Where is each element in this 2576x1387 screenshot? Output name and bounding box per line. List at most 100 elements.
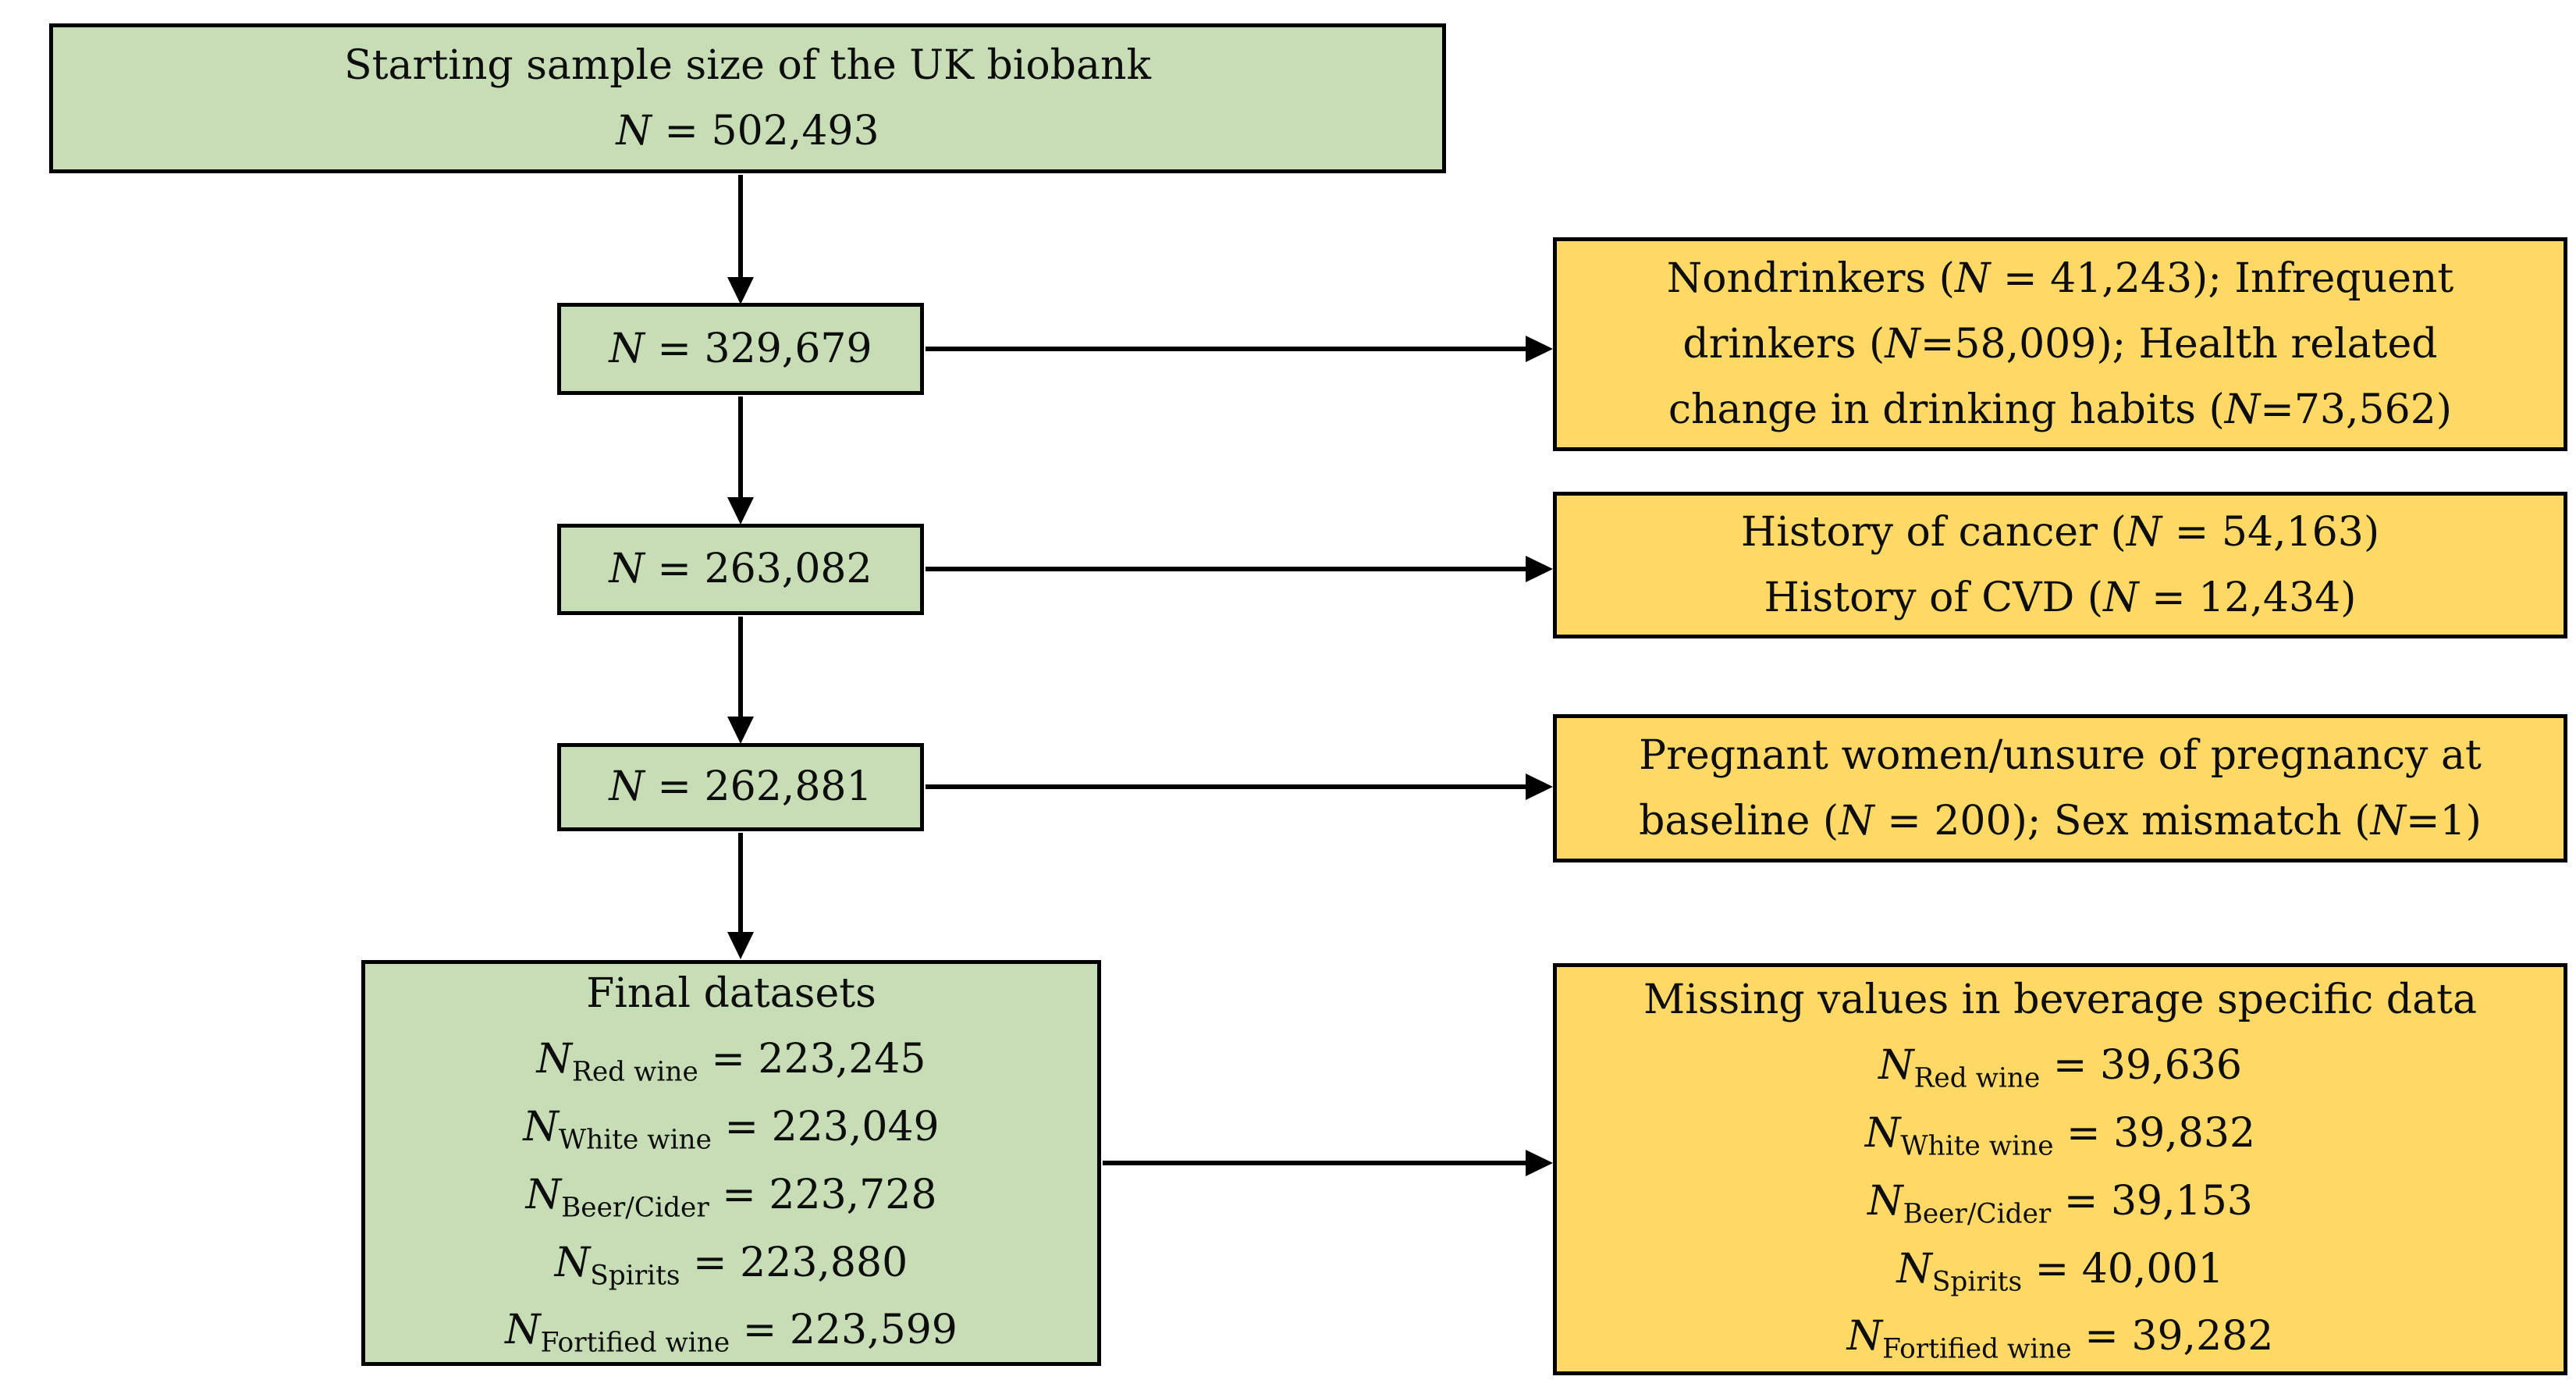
text-segment: History of CVD ( bbox=[1764, 574, 2104, 621]
text-segment: = 40,001 bbox=[2022, 1245, 2224, 1293]
text-segment: N bbox=[1867, 1177, 1903, 1225]
text-line: baseline (N = 200); Sex mismatch (N=1) bbox=[1639, 788, 2482, 854]
text-segment: Beer/Cider bbox=[1903, 1197, 2052, 1229]
text-segment: White wine bbox=[1900, 1130, 2054, 1162]
text-segment: = 223,245 bbox=[698, 1035, 926, 1083]
text-segment: Fortified wine bbox=[540, 1327, 730, 1359]
text-line: Starting sample size of the UK biobank bbox=[344, 33, 1151, 98]
sample-box-262881: N = 262,881 bbox=[557, 743, 924, 831]
text-line: NWhite wine = 39,832 bbox=[1865, 1101, 2255, 1168]
text-segment: = 223,728 bbox=[709, 1171, 937, 1218]
text-line: NBeer/Cider = 223,728 bbox=[526, 1162, 937, 1230]
arrow-final-to-excl4 bbox=[1103, 1150, 1553, 1176]
text-segment: White wine bbox=[558, 1124, 712, 1156]
text-segment: = 54,163) bbox=[2162, 508, 2380, 556]
text-segment: = 41,243); Infrequent bbox=[1990, 254, 2454, 302]
text-segment: N bbox=[2103, 574, 2139, 621]
text-segment: N bbox=[2224, 386, 2261, 434]
arrow-n1-to-n2 bbox=[727, 397, 754, 525]
text-segment: N bbox=[1878, 1041, 1914, 1089]
text-segment: N bbox=[2370, 798, 2406, 845]
text-line: History of CVD (N = 12,434) bbox=[1764, 565, 2357, 631]
arrow-n3-to-excl3 bbox=[926, 774, 1553, 800]
sample-box-329679: N = 329,679 bbox=[557, 303, 924, 395]
text-segment: change in drinking habits ( bbox=[1668, 386, 2225, 434]
text-segment: N bbox=[609, 546, 645, 593]
exclusion-box-pregnancy: Pregnant women/unsure of pregnancy at bas… bbox=[1553, 714, 2567, 862]
text-line: History of cancer (N = 54,163) bbox=[1741, 500, 2379, 565]
text-line: N = 329,679 bbox=[609, 316, 872, 382]
text-line: N = 502,493 bbox=[616, 98, 879, 164]
arrow-n2-to-n3 bbox=[727, 617, 754, 744]
text-segment: =73,562) bbox=[2260, 386, 2453, 434]
text-line: drinkers (N=58,009); Health related bbox=[1682, 311, 2437, 377]
text-segment: Beer/Cider bbox=[561, 1191, 709, 1223]
text-segment: Final datasets bbox=[586, 969, 876, 1017]
text-segment: N bbox=[609, 763, 645, 811]
text-line: Final datasets bbox=[586, 961, 876, 1026]
text-segment: Red wine bbox=[1913, 1062, 2041, 1094]
text-segment: Pregnant women/unsure of pregnancy at bbox=[1639, 731, 2482, 779]
text-line: N = 262,881 bbox=[609, 754, 872, 820]
text-segment: = 39,153 bbox=[2051, 1177, 2253, 1225]
text-segment: Fortified wine bbox=[1882, 1333, 2072, 1365]
text-segment: drinkers ( bbox=[1682, 320, 1885, 368]
text-segment: = 39,636 bbox=[2040, 1041, 2242, 1089]
text-line: N = 263,082 bbox=[609, 536, 872, 602]
text-segment: N bbox=[2126, 508, 2162, 556]
text-segment: = 329,679 bbox=[644, 325, 872, 372]
text-segment: History of cancer ( bbox=[1740, 508, 2127, 556]
start-sample-box: Starting sample size of the UK biobank N … bbox=[49, 23, 1446, 173]
text-line: NRed wine = 39,636 bbox=[1878, 1033, 2242, 1101]
arrow-n2-to-excl2 bbox=[926, 556, 1553, 582]
exclusion-box-disease-history: History of cancer (N = 54,163)History of… bbox=[1553, 492, 2567, 638]
text-segment: = 223,049 bbox=[711, 1103, 940, 1150]
text-line: NSpirits = 40,001 bbox=[1896, 1236, 2223, 1304]
text-segment: N bbox=[505, 1307, 541, 1354]
text-segment: Red wine bbox=[572, 1056, 698, 1088]
arrow-n1-to-excl1 bbox=[926, 336, 1553, 362]
text-line: change in drinking habits (N=73,562) bbox=[1668, 377, 2452, 443]
text-segment: = 39,282 bbox=[2071, 1313, 2274, 1360]
text-segment: N bbox=[616, 108, 652, 155]
arrow-n3-to-final bbox=[727, 833, 754, 959]
text-segment: N bbox=[523, 1103, 559, 1150]
text-segment: baseline ( bbox=[1639, 798, 1839, 845]
text-segment: Starting sample size of the UK biobank bbox=[344, 41, 1151, 89]
text-segment: = 502,493 bbox=[651, 108, 879, 155]
text-segment: = 223,880 bbox=[680, 1239, 908, 1286]
text-line: NBeer/Cider = 39,153 bbox=[1867, 1168, 2253, 1236]
text-segment: =58,009); Health related bbox=[1920, 320, 2438, 368]
sample-box-263082: N = 263,082 bbox=[557, 524, 924, 615]
text-segment: N bbox=[609, 325, 645, 372]
text-line: Pregnant women/unsure of pregnancy at bbox=[1639, 723, 2482, 788]
text-segment: = 262,881 bbox=[644, 763, 872, 811]
text-segment: Spirits bbox=[590, 1259, 680, 1291]
text-segment: N bbox=[1846, 1313, 1883, 1360]
text-line: Missing values in beverage specific data bbox=[1643, 967, 2477, 1033]
text-segment: N bbox=[1885, 320, 1920, 368]
text-line: NRed wine = 223,245 bbox=[537, 1026, 926, 1094]
text-segment: N bbox=[1896, 1245, 1932, 1293]
text-line: NSpirits = 223,880 bbox=[555, 1230, 908, 1298]
text-segment: Spirits bbox=[1931, 1265, 2023, 1297]
exclusion-box-missing-values: Missing values in beverage specific data… bbox=[1553, 963, 2567, 1375]
text-segment: Nondrinkers ( bbox=[1666, 254, 1955, 302]
arrow-start-to-n1 bbox=[727, 175, 754, 304]
text-segment: = 39,832 bbox=[2053, 1109, 2256, 1157]
text-line: Nondrinkers (N = 41,243); Infrequent bbox=[1667, 246, 2453, 311]
text-segment: = 200); Sex mismatch ( bbox=[1874, 798, 2371, 845]
text-segment: N bbox=[554, 1239, 591, 1286]
text-segment: N bbox=[1864, 1109, 1901, 1157]
text-segment: = 223,599 bbox=[730, 1307, 958, 1354]
text-line: NFortified wine = 39,282 bbox=[1847, 1303, 2274, 1371]
text-segment: N bbox=[1954, 254, 1991, 302]
text-segment: N bbox=[1839, 798, 1874, 845]
text-line: NWhite wine = 223,049 bbox=[523, 1094, 939, 1162]
text-segment: = 263,082 bbox=[644, 546, 872, 593]
text-segment: =1) bbox=[2405, 798, 2482, 845]
text-segment: Missing values in beverage specific data bbox=[1643, 976, 2477, 1023]
